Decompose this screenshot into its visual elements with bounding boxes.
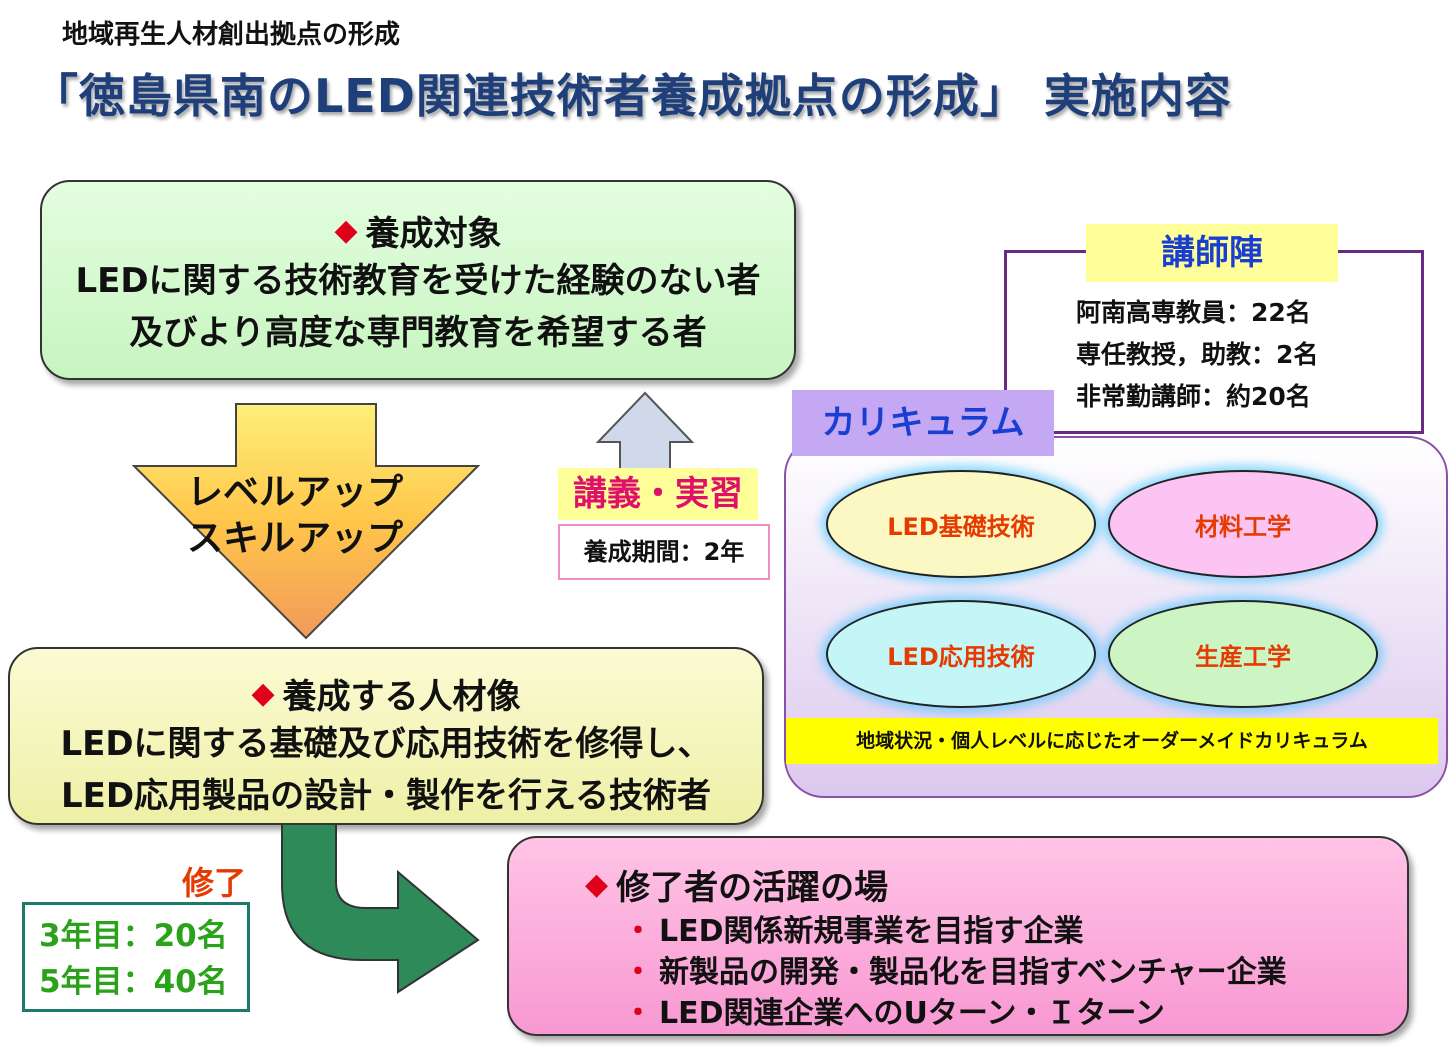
curved-arrow-icon xyxy=(281,823,480,994)
curriculum-heading: カリキュラム xyxy=(792,390,1054,456)
list-item: ・LED関係新規事業を目指す企業 xyxy=(623,911,1407,952)
dot-bullet-icon: ・ xyxy=(623,996,653,1031)
dot-bullet-icon: ・ xyxy=(623,914,653,949)
curriculum-note: 地域状況・個人レベルに応じたオーダーメイドカリキュラム xyxy=(786,718,1438,764)
supertitle: 地域再生人材創出拠点の形成 xyxy=(62,20,401,50)
persona-line-1: LEDに関する基礎及び応用技術を修得し、 xyxy=(60,724,712,764)
levelup-line-2: スキルアップ xyxy=(186,518,403,559)
field-heading: ◆ 修了者の活躍の場 xyxy=(509,860,1407,909)
list-item: ・LED関連企業へのUターン・Ｉターン xyxy=(623,993,1407,1034)
target-line-2: 及びより高度な専門教育を希望する者 xyxy=(129,313,707,353)
persona-line-2: LED応用製品の設計・製作を行える技術者 xyxy=(60,776,712,816)
target-box: ◆ 養成対象 LEDに関する技術教育を受けた経験のない者 及びより高度な専門教育… xyxy=(40,180,796,380)
faculty-item: 専任教授，助教：2名 xyxy=(1076,340,1319,369)
subject-production: 生産工学 xyxy=(1108,600,1378,708)
persona-heading-text: 養成する人材像 xyxy=(282,677,521,717)
lecture-label: 講義・実習 xyxy=(558,468,758,520)
faculty-item: 阿南高専教員：22名 xyxy=(1076,298,1311,327)
subject-led-applied: LED応用技術 xyxy=(826,600,1096,708)
field-heading-text: 修了者の活躍の場 xyxy=(616,868,889,908)
target-heading-text: 養成対象 xyxy=(365,214,502,254)
target-line-1: LEDに関する技術教育を受けた経験のない者 xyxy=(75,261,761,301)
completion-label: 修了 xyxy=(182,864,247,902)
persona-heading: ◆ 養成する人材像 xyxy=(10,669,762,718)
diamond-bullet-icon: ◆ xyxy=(334,213,358,248)
graduates-year5: 5年目：40名 xyxy=(39,964,228,1000)
training-period: 養成期間：2年 xyxy=(558,524,770,580)
levelup-label: レベルアップ スキルアップ xyxy=(160,470,430,562)
faculty-item: 非常勤講師：約20名 xyxy=(1076,382,1311,411)
graduates-year3: 3年目：20名 xyxy=(39,918,228,954)
list-item: ・新製品の開発・製品化を目指すベンチャー企業 xyxy=(623,952,1407,993)
levelup-line-1: レベルアップ xyxy=(186,472,403,513)
field-bullet-text: LED関係新規事業を目指す企業 xyxy=(659,914,1084,949)
persona-box: ◆ 養成する人材像 LEDに関する基礎及び応用技術を修得し、 LED応用製品の設… xyxy=(8,647,764,825)
field-bullet-text: 新製品の開発・製品化を目指すベンチャー企業 xyxy=(659,955,1287,990)
field-bullet-text: LED関連企業へのUターン・Ｉターン xyxy=(659,996,1165,1031)
faculty-list: 阿南高専教員：22名 専任教授，助教：2名 非常勤講師：約20名 xyxy=(1076,292,1318,418)
subject-led-basics: LED基礎技術 xyxy=(826,470,1096,578)
graduates-box: 3年目：20名 5年目：40名 xyxy=(22,902,250,1012)
down-triangle-arrow-icon xyxy=(131,403,481,640)
field-box: ◆ 修了者の活躍の場 ・LED関係新規事業を目指す企業 ・新製品の開発・製品化を… xyxy=(507,836,1409,1036)
faculty-heading: 講師陣 xyxy=(1086,224,1338,282)
subject-materials: 材料工学 xyxy=(1108,470,1378,578)
field-bullet-list: ・LED関係新規事業を目指す企業 ・新製品の開発・製品化を目指すベンチャー企業 … xyxy=(509,911,1407,1034)
dot-bullet-icon: ・ xyxy=(623,955,653,990)
target-heading: ◆ 養成対象 xyxy=(42,206,794,255)
diamond-bullet-icon: ◆ xyxy=(251,676,275,711)
page-title: 「徳島県南のLED関連技術者養成拠点の形成」 実施内容 xyxy=(32,69,1232,123)
up-arrow-icon xyxy=(595,391,695,479)
diamond-bullet-icon: ◆ xyxy=(585,867,609,902)
